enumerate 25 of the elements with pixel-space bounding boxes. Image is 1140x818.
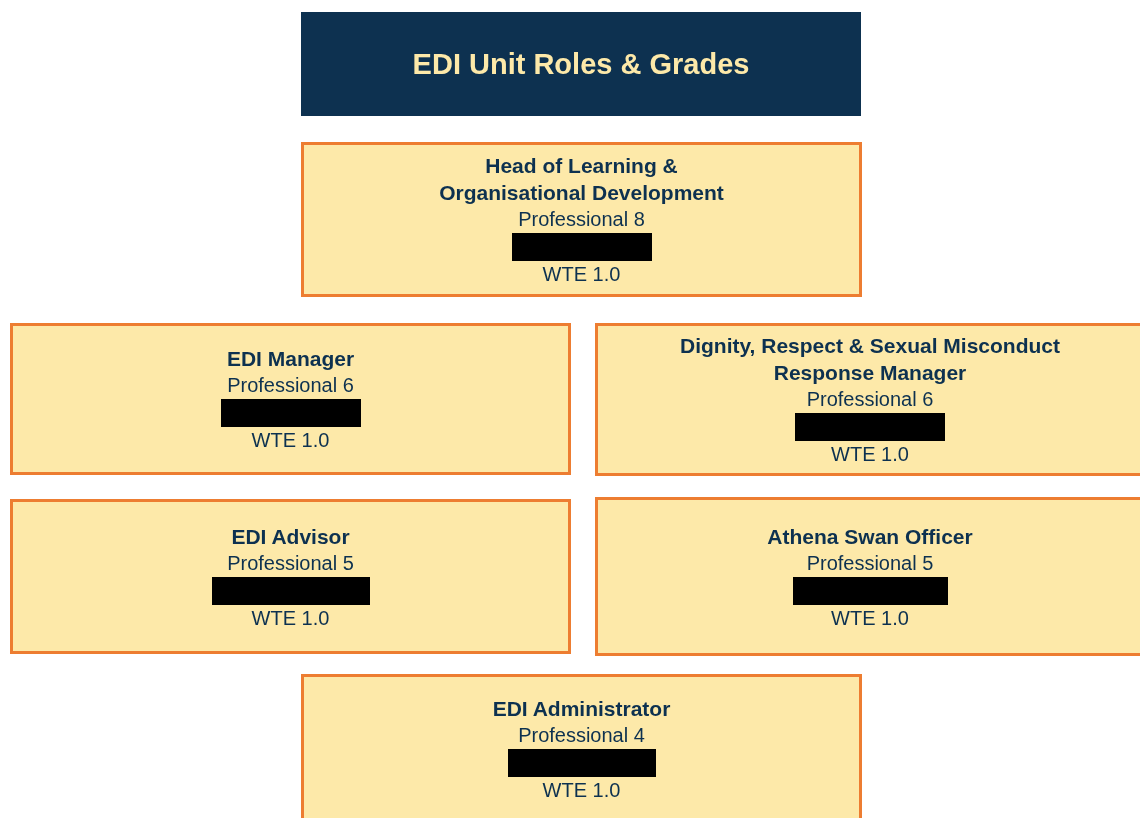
- title: EDI Unit Roles & Grades: [412, 47, 750, 81]
- wte-text: WTE 1.0: [251, 605, 330, 631]
- grade-text: Professional 6: [227, 373, 354, 398]
- wte-text: WTE 1.0: [831, 442, 909, 467]
- grade-text: Professional 4: [518, 723, 645, 748]
- role-box: [595, 497, 1140, 656]
- role-title: Dignity, Respect & Sexual Misconduct Response Manager: [679, 333, 1061, 386]
- role-box: [10, 323, 571, 475]
- grade-text: Professional 8: [518, 207, 645, 232]
- grade-text: Professional 5: [806, 550, 934, 576]
- role-title: Athena Swan Officer: [767, 523, 973, 550]
- role-title: EDI Manager: [226, 346, 355, 372]
- role-title: EDI Advisor: [231, 523, 350, 550]
- wte-text: WTE 1.0: [831, 605, 909, 631]
- wte-text: WTE 1.0: [542, 262, 621, 287]
- role-title: EDI Administrator: [492, 696, 671, 722]
- role-title: Head of Learning & Organisational Development: [438, 153, 725, 206]
- wte-text: WTE 1.0: [542, 778, 621, 803]
- role-box: [10, 499, 571, 654]
- grade-text: Professional 5: [227, 550, 354, 576]
- role-box: [595, 323, 1140, 476]
- role-box: [301, 142, 862, 297]
- wte-text: WTE 1.0: [251, 428, 330, 453]
- role-box: [301, 674, 862, 818]
- grade-text: Professional 6: [806, 387, 934, 412]
